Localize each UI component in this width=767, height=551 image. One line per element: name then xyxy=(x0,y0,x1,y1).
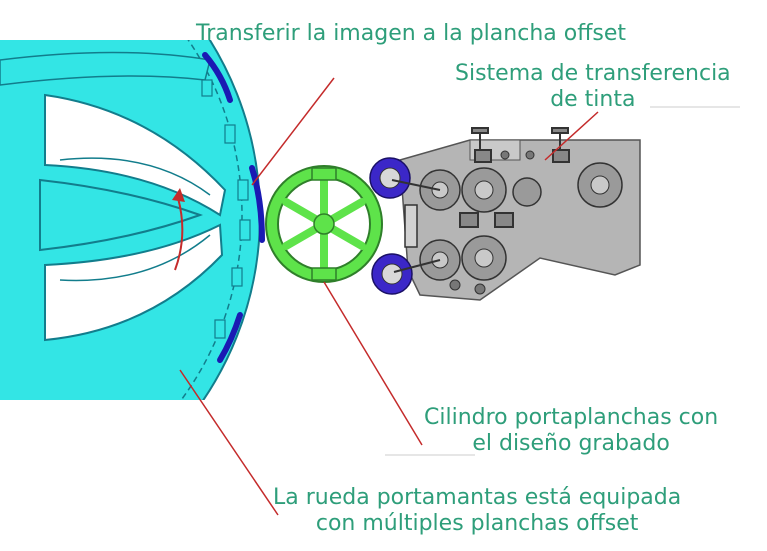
rotation-arrow-icon xyxy=(172,188,185,271)
label-cylinder-line1: Cilindro portaplanchas con xyxy=(424,405,719,430)
label-plate-cylinder: Cilindro portaplanchas con el diseño gra… xyxy=(424,405,718,457)
label-transfer-image: Transferir la imagen a la plancha offset xyxy=(196,21,626,47)
blanket-wheel xyxy=(0,40,261,400)
ink-transfer-unit xyxy=(399,127,641,301)
label-cylinder-line2: el diseño grabado xyxy=(472,431,670,456)
label-ink-line2: de tinta xyxy=(550,87,636,112)
label-wheel-line1: La rueda portamantas está equipada xyxy=(273,485,682,510)
label-blanket-wheel: La rueda portamantas está equipada con m… xyxy=(273,485,681,537)
label-transfer-text: Transferir la imagen a la plancha offset xyxy=(196,21,626,46)
offset-plates xyxy=(202,52,265,363)
separator-lines xyxy=(385,106,740,456)
label-ink-line1: Sistema de transferencia xyxy=(455,61,731,86)
leader-lines xyxy=(179,77,599,516)
label-ink-transfer-system: Sistema de transferencia de tinta xyxy=(455,61,731,113)
label-wheel-line2: con múltiples planchas offset xyxy=(315,511,639,536)
ink-rollers xyxy=(369,157,441,295)
plate-cylinder xyxy=(265,165,383,283)
